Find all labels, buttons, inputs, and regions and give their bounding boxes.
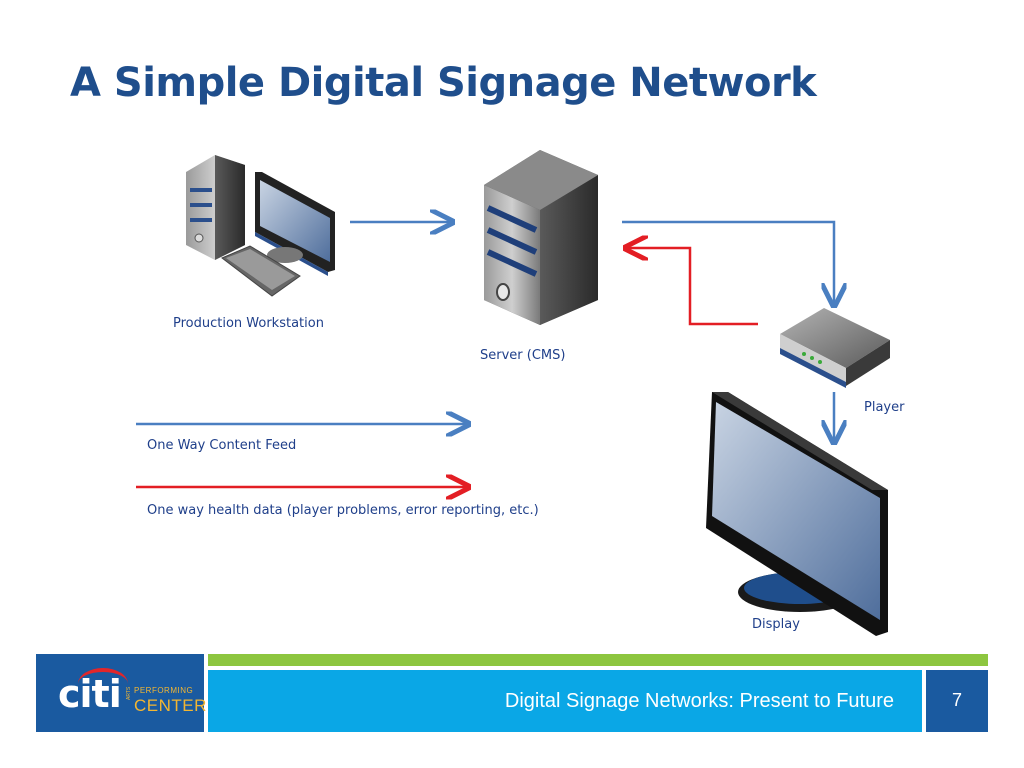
logo-performing: PERFORMING [134, 686, 194, 695]
server-label: Server (CMS) [480, 348, 566, 363]
legend-red-label: One way health data (player problems, er… [147, 503, 539, 518]
footer-green-bar [208, 654, 988, 666]
page-number: 7 [951, 690, 962, 710]
citi-arc-icon [78, 668, 128, 684]
logo-center: CENTER [134, 696, 207, 715]
citi-logo: citi [58, 672, 122, 716]
display-icon [706, 392, 888, 636]
player-icon [780, 308, 890, 388]
footer-logo-box [36, 654, 204, 732]
footer-blue-bar [208, 670, 922, 732]
workstation-icon [186, 155, 335, 297]
workstation-label: Production Workstation [173, 316, 324, 331]
server-icon [484, 150, 598, 325]
page-number-box [926, 670, 988, 732]
slide-title: A Simple Digital Signage Network [70, 60, 817, 106]
display-label: Display [752, 617, 800, 632]
logo-arts: ARTS [126, 686, 132, 700]
arrow-player-server [628, 248, 758, 326]
footer-text: Digital Signage Networks: Present to Fut… [504, 690, 894, 712]
legend-blue-label: One Way Content Feed [147, 438, 297, 453]
player-label: Player [864, 400, 905, 415]
arrow-server-player [622, 220, 834, 303]
